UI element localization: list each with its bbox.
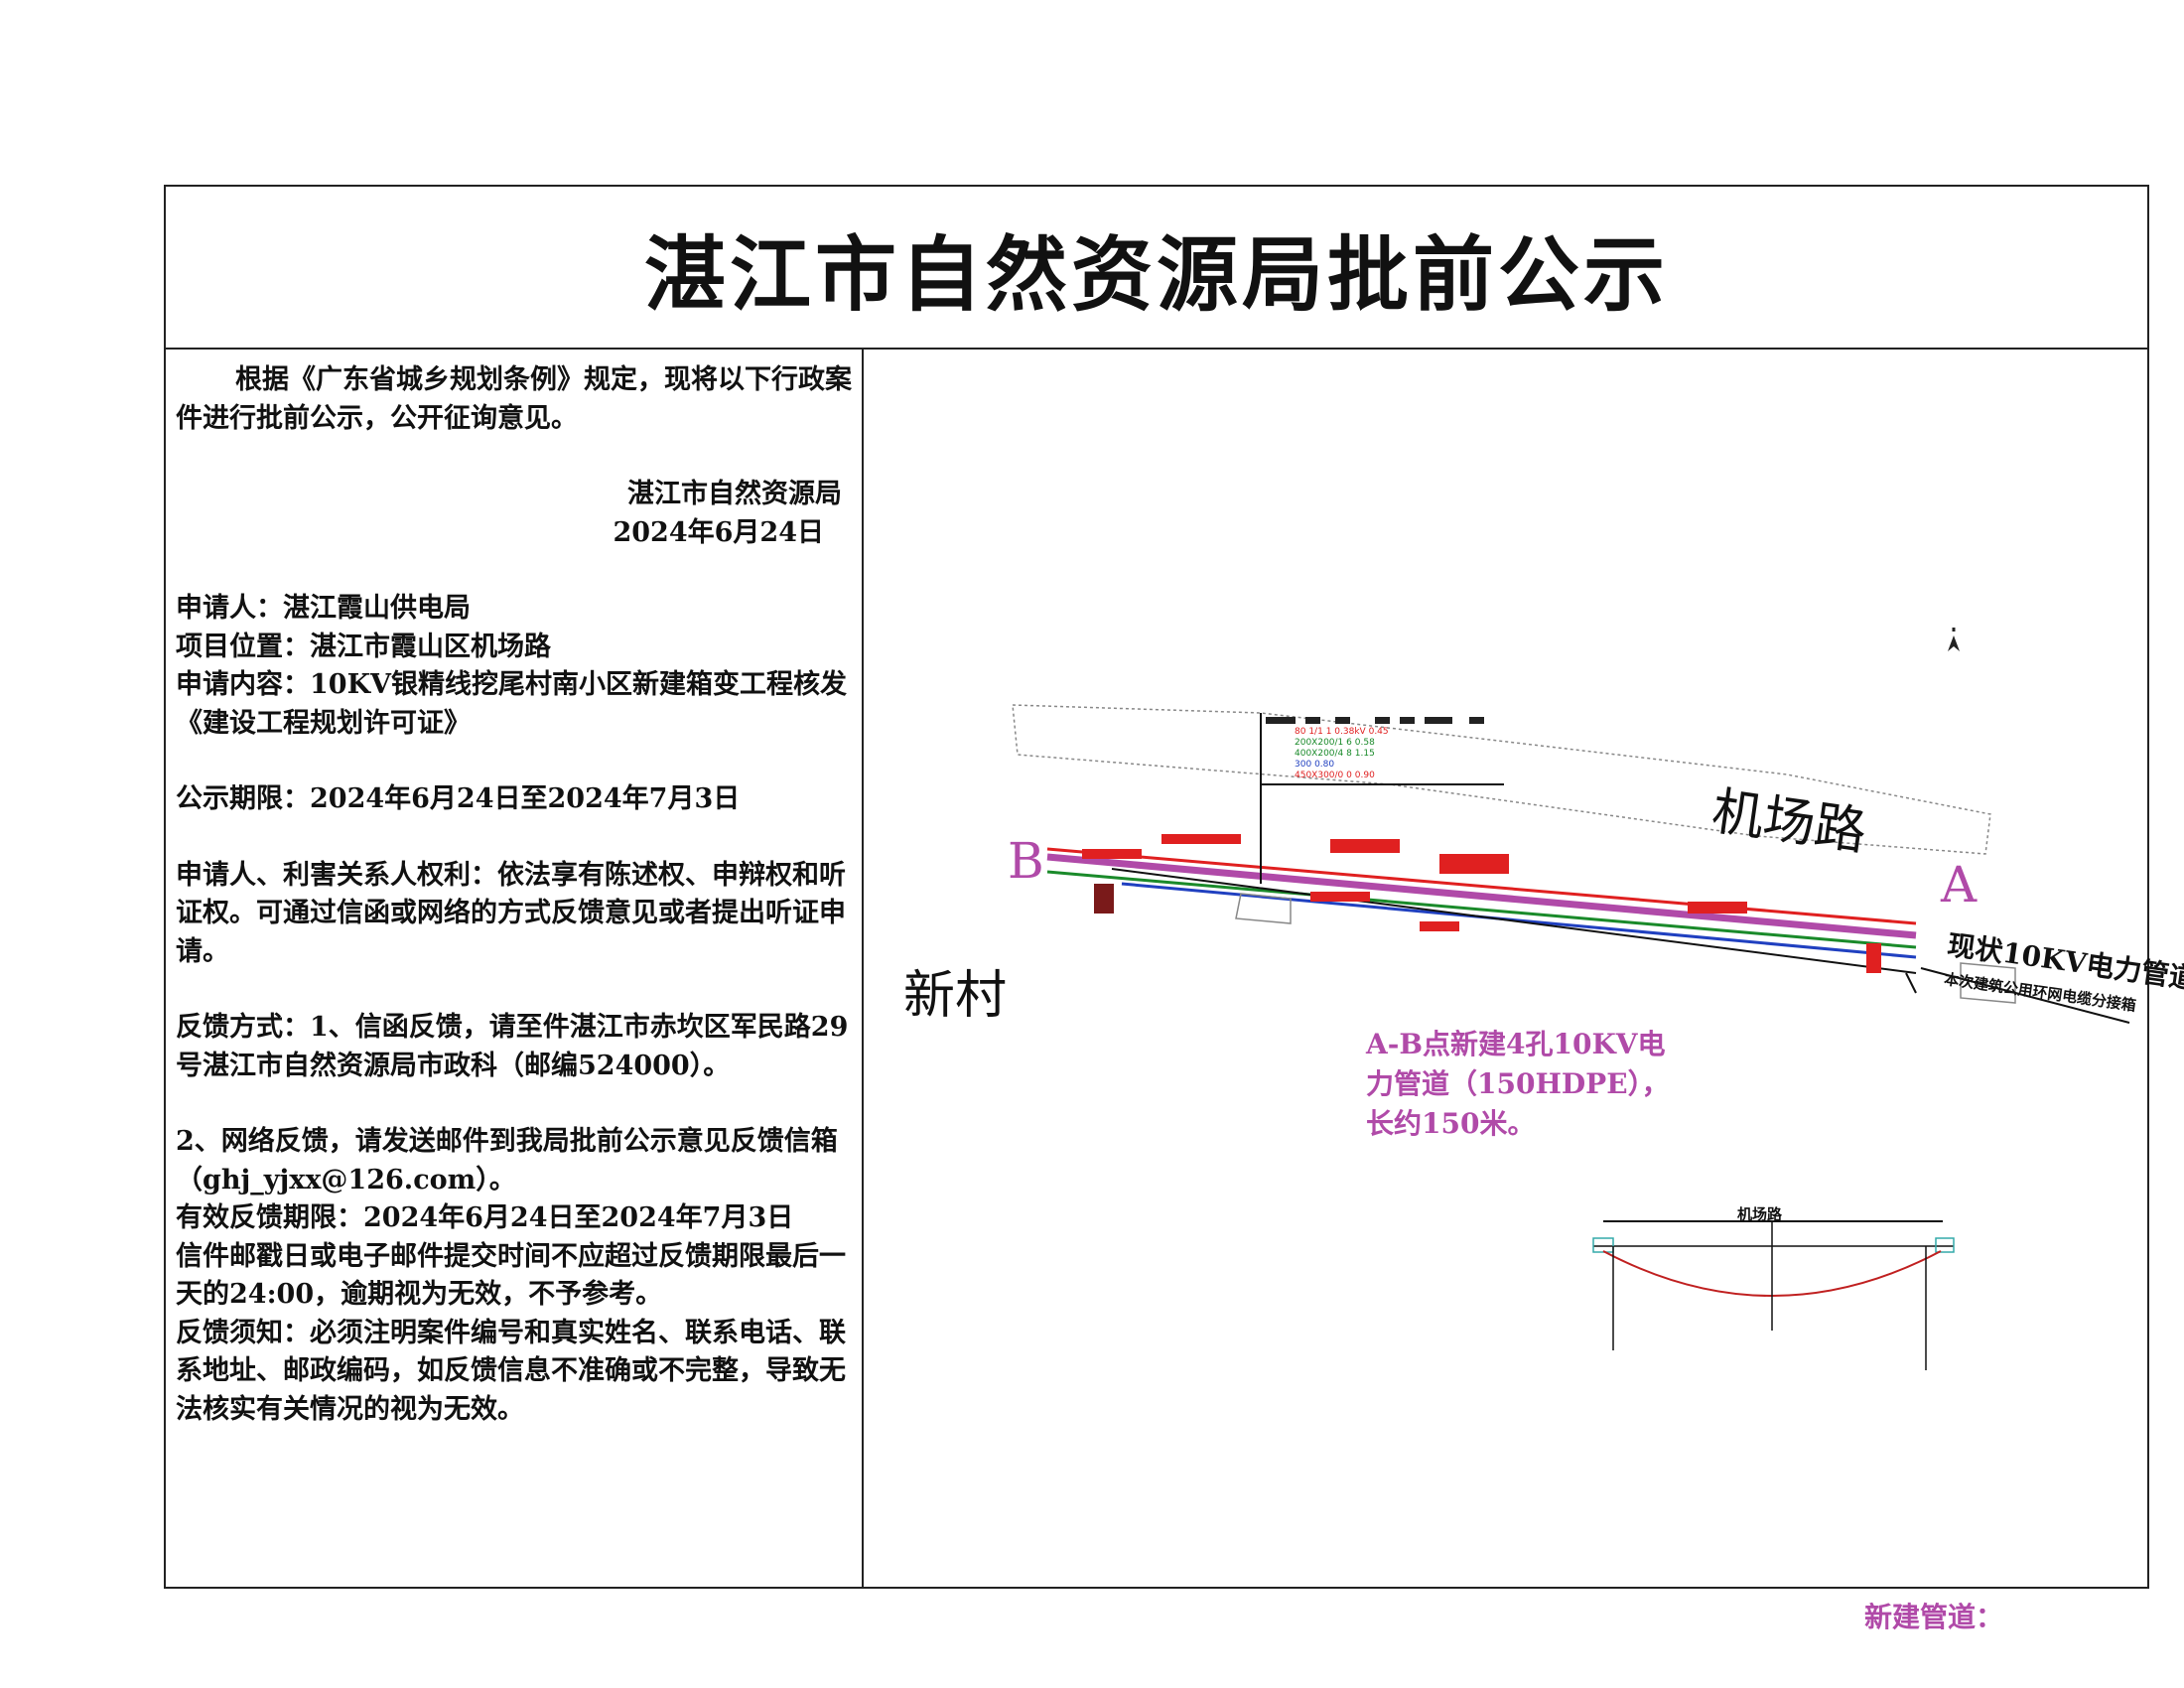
intro-text: 根据《广东省城乡规划条例》规定，现将以下行政案件进行批前公示，公开征询意见。 bbox=[176, 364, 852, 434]
notice-period: 公示期限：2024年6月24日至2024年7月3日 bbox=[176, 783, 741, 814]
issuer: 湛江市自然资源局 bbox=[627, 479, 842, 509]
cross-section bbox=[1592, 1220, 1955, 1370]
valid-period: 有效反馈期限：2024年6月24日至2024年7月3日 bbox=[176, 1202, 794, 1233]
point-a-label: A bbox=[1941, 856, 1978, 914]
blue-line bbox=[1121, 882, 1917, 959]
new-pipe-description: A-B点新建4孔10KV电力管道（150HDPE），长约150米。 bbox=[1366, 1028, 1670, 1140]
title-row: 湛江市自然资源局批前公示 bbox=[166, 187, 2147, 350]
point-b-label: B bbox=[1008, 832, 1044, 890]
pipe-table-values: 80 1/1 1 0.38kV 0.45 200X200/1 6 0.58 40… bbox=[1295, 727, 1389, 780]
feedback-email: 2、网络反馈，请发送邮件到我局批前公示意见反馈信箱（ghj_yjxx@126.c… bbox=[176, 1126, 838, 1196]
black-line bbox=[1111, 868, 1917, 974]
project-location: 项目位置：湛江市霞山区机场路 bbox=[176, 631, 551, 662]
feedback-mail: 反馈方式：1、信函反馈，请至件湛江市赤坎区军民路29号湛江市自然资源局市政科（邮… bbox=[176, 1012, 849, 1081]
page-title: 湛江市自然资源局批前公示 bbox=[643, 226, 1669, 323]
deadline-note: 信件邮戳日或电子邮件提交时间不应超过反馈期限最后一天的24:00，逾期视为无效，… bbox=[176, 1240, 846, 1311]
notice-frame: 湛江市自然资源局批前公示 根据《广东省城乡规划条例》规定，现将以下行政案件进行批… bbox=[164, 185, 2184, 1633]
applicant: 申请人：湛江霞山供电局 bbox=[176, 593, 471, 624]
building-block bbox=[1094, 884, 1114, 914]
issue-date: 2024年6月24日 bbox=[613, 516, 824, 548]
road-boundary bbox=[1012, 704, 1991, 855]
site-drawing: 80 1/1 1 0.38kV 0.45 200X200/1 6 0.58 40… bbox=[864, 348, 2184, 1633]
new-pipe-line bbox=[1046, 853, 1917, 939]
legend-new-pipe: 新建管道： bbox=[1864, 1601, 2004, 1633]
drawing-svg bbox=[1012, 628, 2130, 1370]
feedback-requirements: 反馈须知：必须注明案件编号和真实姓名、联系电话、联系地址、邮政编码，如反馈信息不… bbox=[176, 1317, 846, 1425]
green-line bbox=[1046, 870, 1917, 949]
existing-red-line bbox=[1046, 847, 1917, 925]
pipe-table bbox=[1260, 713, 1504, 884]
village-label: 新村 bbox=[903, 966, 1008, 1026]
rights-text: 申请人、利害关系人权利：依法享有陈述权、申辩权和听证权。可通过信函或网络的方式反… bbox=[176, 859, 846, 967]
application-content: 申请内容：10KV银精线挖尾村南小区新建箱变工程核发《建设工程规划许可证》 bbox=[176, 669, 847, 739]
north-arrow-icon bbox=[1948, 628, 1960, 651]
notice-text-panel: 根据《广东省城乡规划条例》规定，现将以下行政案件进行批前公示，公开征询意见。 湛… bbox=[166, 348, 864, 1587]
section-road-label: 机场路 bbox=[1737, 1205, 1783, 1223]
